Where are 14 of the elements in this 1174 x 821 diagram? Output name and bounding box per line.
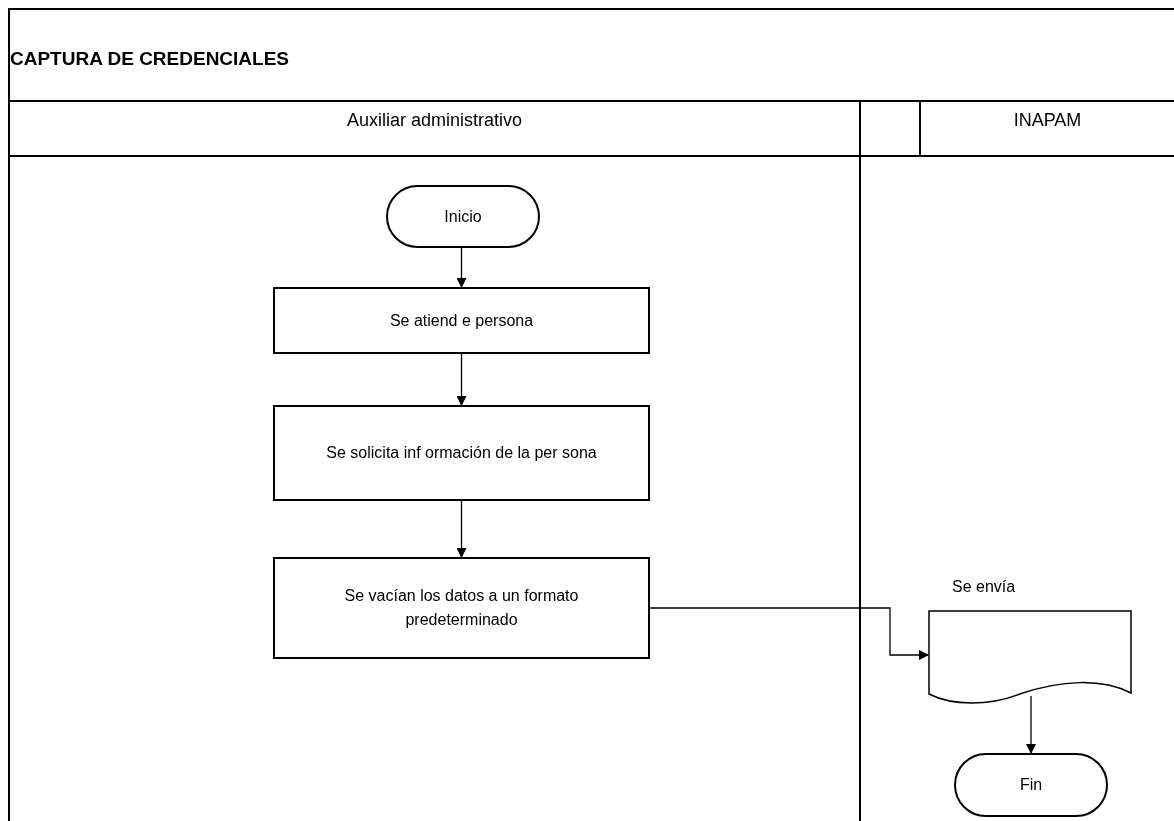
lane-header: INAPAM	[1012, 110, 1083, 131]
arrow	[456, 353, 467, 406]
lane-header: Auxiliar administrativo	[345, 110, 524, 131]
terminator-shape: Inicio	[386, 185, 540, 248]
process-box: Se atiend e persona	[273, 287, 650, 354]
arrow	[1026, 695, 1036, 754]
arrow	[649, 607, 929, 660]
process-box: Se vacían los datos a un formato predeterminado	[273, 557, 650, 659]
arrow	[456, 500, 467, 558]
terminator-shape: Fin	[954, 753, 1108, 817]
process-box: Se solicita inf ormación de la per sona	[273, 405, 650, 501]
node-label: Se envía	[952, 578, 1016, 596]
arrow	[456, 247, 467, 288]
diagram-title: CAPTURA DE CREDENCIALES	[10, 48, 290, 70]
